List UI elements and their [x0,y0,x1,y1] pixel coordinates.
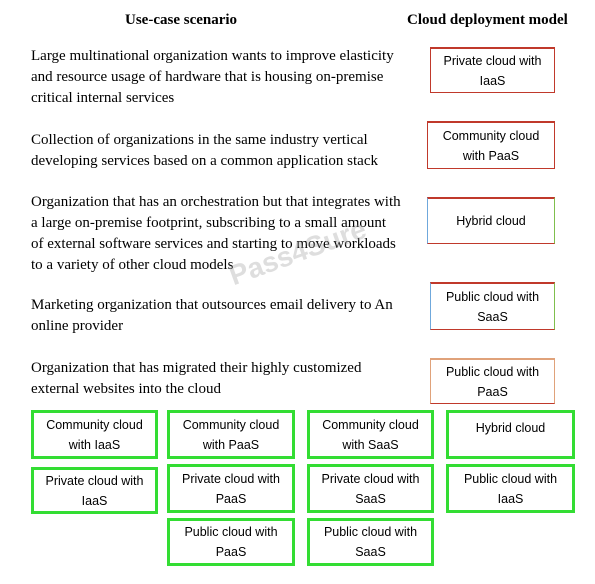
option-label: Public cloud with SaaS [323,525,418,559]
model-column-heading: Cloud deployment model [407,12,568,28]
option-label: Public cloud with PaaS [184,525,278,559]
option-community-iaas[interactable]: Community cloud with IaaS [31,410,158,459]
answer-label-1: Private cloud with IaaS [443,53,542,88]
scenario-text-4: Marketing organization that outsources e… [31,297,393,334]
scenario-text-5: Organization that has migrated their hig… [31,360,362,397]
option-label: Community cloud with PaaS [182,417,280,452]
option-private-saas[interactable]: Private cloud with SaaS [307,464,434,513]
option-label: Public cloud with IaaS [463,471,558,506]
scenario-text-3: Organization that has an orchestration b… [31,194,401,273]
option-private-iaas[interactable]: Private cloud with IaaS [31,467,158,514]
option-private-paas[interactable]: Private cloud with PaaS [167,464,295,513]
answer-label-3: Hybrid cloud [456,214,526,228]
scenario-text-1: Large multinational organization wants t… [31,48,394,106]
answer-slot-2[interactable]: Community cloud with PaaS [427,121,555,169]
option-community-saas[interactable]: Community cloud with SaaS [307,410,434,459]
option-label: Community cloud with SaaS [322,417,419,452]
option-label: Private cloud with SaaS [321,471,420,506]
scenario-column-heading: Use-case scenario [125,12,238,28]
option-label: Private cloud with IaaS [45,473,144,508]
option-hybrid[interactable]: Hybrid cloud [446,410,575,459]
option-label: Private cloud with PaaS [182,471,280,506]
option-label: Hybrid cloud [475,421,546,435]
option-public-saas[interactable]: Public cloud with SaaS [307,518,434,566]
scenario-text-2: Collection of organizations in the same … [31,132,378,169]
option-label: Community cloud with IaaS [46,417,143,452]
option-community-paas[interactable]: Community cloud with PaaS [167,410,295,459]
option-public-paas[interactable]: Public cloud with PaaS [167,518,295,566]
option-public-iaas[interactable]: Public cloud with IaaS [446,464,575,513]
answer-slot-1[interactable]: Private cloud with IaaS [430,47,555,93]
answer-slot-5[interactable]: Public cloud with PaaS [430,358,555,404]
answer-label-4: Public cloud with SaaS [445,289,540,324]
answer-label-2: Community cloud with PaaS [442,128,540,163]
answer-slot-3[interactable]: Hybrid cloud [427,197,555,244]
answer-slot-4[interactable]: Public cloud with SaaS [430,282,555,330]
answer-label-5: Public cloud with PaaS [445,364,540,399]
